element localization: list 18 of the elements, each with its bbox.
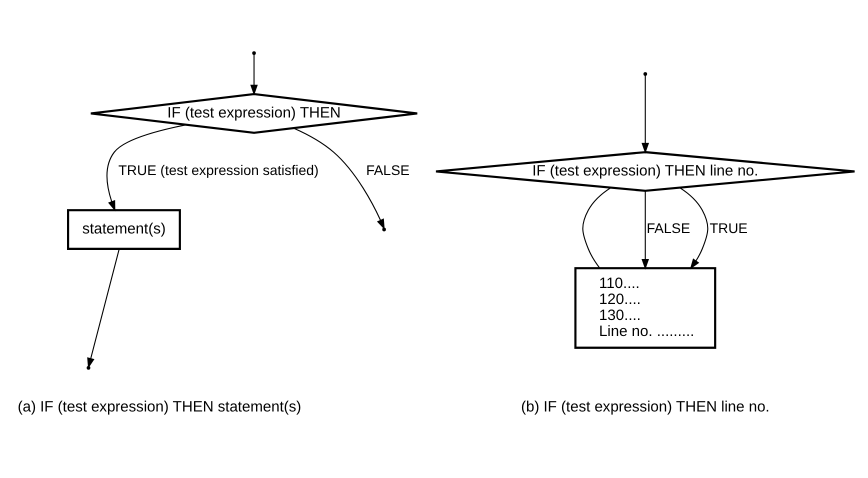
arrow bbox=[679, 186, 708, 269]
arrow bbox=[294, 127, 385, 230]
edge-label: TRUE bbox=[710, 220, 748, 236]
node-box: 110.... 120.... 130.... Line no. ......... bbox=[574, 266, 716, 348]
edge-label: TRUE (test expression satisfied) bbox=[118, 162, 319, 178]
label: (b) IF (test expression) THEN line no. bbox=[520, 398, 770, 415]
node-diamond: IF (test expression) THEN line no. bbox=[434, 150, 856, 192]
arrow bbox=[106, 124, 186, 211]
label: (a) IF (test expression) THEN statement(s) bbox=[18, 398, 302, 415]
arrow bbox=[642, 190, 650, 270]
connector bbox=[582, 186, 612, 268]
arrow bbox=[250, 54, 258, 95]
node-box: statement(s) bbox=[67, 208, 181, 250]
edge-label: FALSE bbox=[646, 220, 690, 236]
arrow bbox=[87, 248, 120, 368]
arrow bbox=[642, 74, 650, 154]
node-diamond: IF (test expression) THEN bbox=[90, 92, 418, 134]
edge-label: FALSE bbox=[366, 162, 410, 178]
